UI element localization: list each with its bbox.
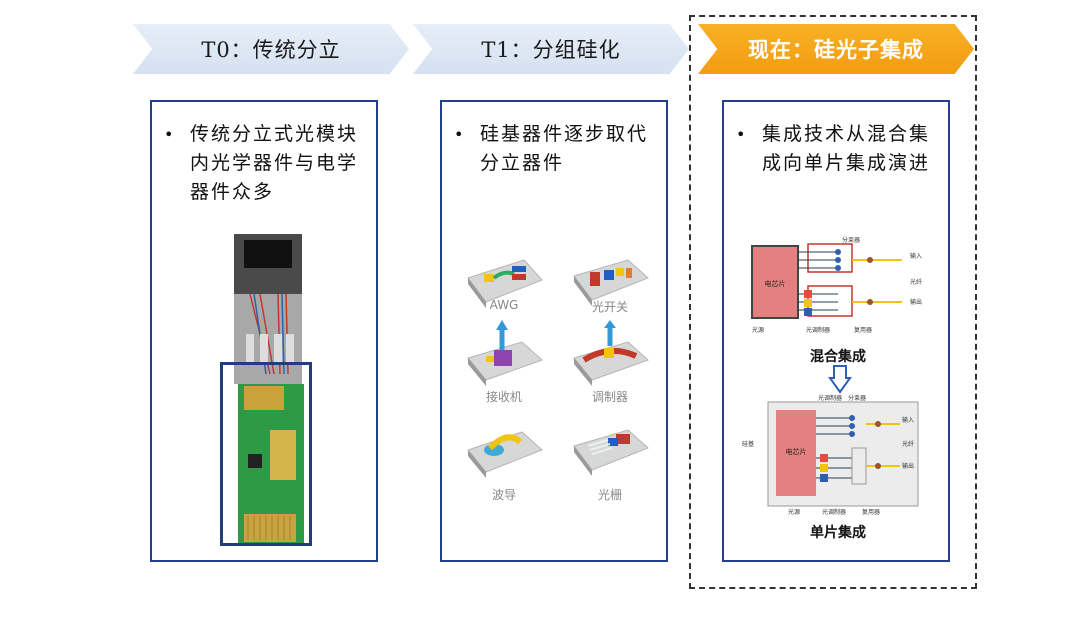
hybrid-fiber-label: 光纤 — [910, 278, 922, 286]
monolithic-caption: 单片集成 — [810, 525, 866, 541]
hybrid-chip-label: 电芯片 — [765, 279, 786, 288]
panel-t1-bullet: • 硅基器件逐步取代分立器件 — [454, 120, 654, 178]
stage-current-chevron: 现在：硅光子集成 — [698, 24, 974, 74]
receiver-device-icon — [467, 320, 543, 386]
awg-device-icon — [467, 259, 543, 308]
waveguide-device-icon — [467, 431, 543, 478]
panel-t0: • 传统分立式光模块内光学器件与电学器件众多 — [150, 100, 378, 562]
grating-device-icon — [573, 429, 649, 476]
optical-module-photo — [234, 234, 304, 544]
panel-current: • 集成技术从混合集成向单片集成演进 电芯片 输入 光纤 输出 光调制器 分束器… — [722, 100, 950, 562]
mono-splitter-label: 分束器 — [848, 394, 866, 402]
mono-modulator-top-label: 光调制器 — [818, 394, 842, 402]
modulator-device-icon — [573, 320, 649, 386]
panel-t0-text: 传统分立式光模块内光学器件与电学器件众多 — [190, 123, 359, 203]
stage-t0-label: T0：传统分立 — [201, 38, 341, 62]
device-label-grating: 光栅 — [597, 488, 622, 502]
panel-t1-text: 硅基器件逐步取代分立器件 — [480, 123, 649, 174]
mono-output-label: 输出 — [902, 462, 914, 470]
hybrid-output-label: 输出 — [910, 298, 922, 306]
panel-t0-bullet: • 传统分立式光模块内光学器件与电学器件众多 — [164, 120, 364, 207]
bullet-dot-icon: • — [164, 125, 174, 144]
stage-t1-label: T1：分组硅化 — [481, 38, 621, 62]
hybrid-source-label: 光源 — [752, 326, 764, 334]
stage-t1-chevron: T1：分组硅化 — [413, 24, 689, 74]
hybrid-integration-diagram: 电芯片 输入 光纤 输出 光调制器 分束器 光源 复用器 — [751, 236, 922, 334]
hybrid-caption: 混合集成 — [810, 349, 866, 365]
mono-chip-label: 电芯片 — [786, 447, 807, 456]
panel-current-bullet: • 集成技术从混合集成向单片集成演进 — [736, 120, 936, 178]
device-label-receiver: 接收机 — [485, 390, 522, 404]
monolithic-integration-diagram: 电芯片 硅基 输入 光纤 输出 光调制器 分束器 光源 光调制器 复用器 — [742, 394, 919, 516]
down-arrow-icon — [828, 365, 852, 394]
bullet-dot-icon: • — [454, 125, 464, 144]
mono-input-label: 输入 — [902, 416, 914, 424]
hybrid-splitter-label: 分束器 — [842, 236, 860, 244]
device-label-waveguide: 波导 — [491, 488, 516, 502]
stage-t0-chevron: T0：传统分立 — [133, 24, 409, 74]
module-highlight-frame — [220, 362, 312, 546]
mono-fiber-label: 光纤 — [902, 440, 914, 448]
optical-switch-icon — [573, 259, 649, 306]
hybrid-modulator-label: 光调制器 — [806, 326, 830, 334]
device-label-switch: 光开关 — [591, 300, 628, 314]
hybrid-coupler-label: 复用器 — [854, 326, 872, 334]
bullet-dot-icon: • — [736, 125, 746, 144]
hybrid-input-label: 输入 — [910, 252, 922, 260]
mono-substrate-label: 硅基 — [742, 440, 754, 448]
device-label-modulator: 调制器 — [591, 390, 628, 404]
mono-coupler-label: 复用器 — [862, 508, 880, 516]
device-label-awg: AWG — [489, 298, 519, 312]
panel-t1: • 硅基器件逐步取代分立器件 AWG 光开关 接收机 调制器 — [440, 100, 668, 562]
mono-modulator-label: 光调制器 — [822, 508, 846, 516]
stage-current-label: 现在：硅光子集成 — [748, 37, 924, 62]
current-stage-highlight-box — [689, 15, 977, 589]
panel-current-text: 集成技术从混合集成向单片集成演进 — [762, 123, 931, 174]
mono-source-label: 光源 — [788, 508, 800, 516]
